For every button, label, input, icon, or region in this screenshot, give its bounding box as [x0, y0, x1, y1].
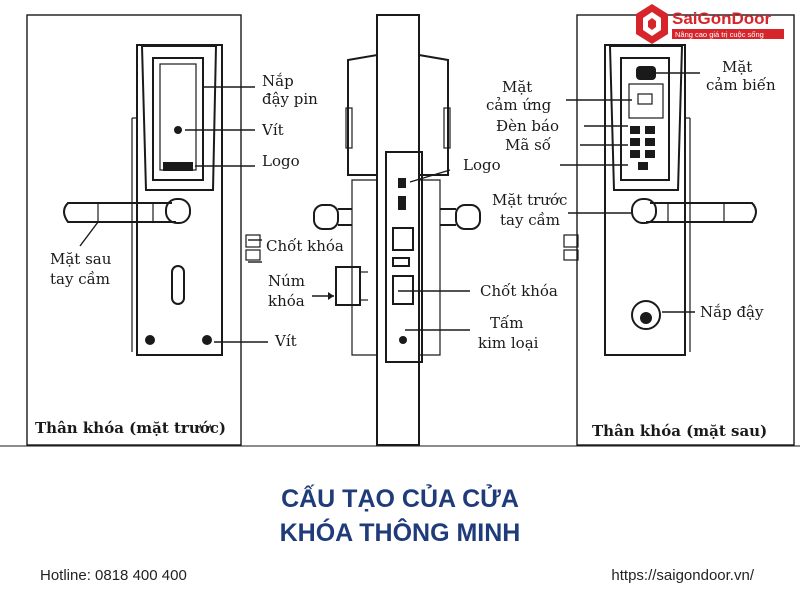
back-panel-frame [576, 14, 795, 446]
page-title-line-1: CẤU TẠO CỦA CỬA [281, 485, 519, 513]
label-sensor-2: cảm biến [706, 76, 776, 94]
hotline-text: Hotline: 0818 400 400 [40, 567, 187, 584]
front-keyhole [171, 265, 185, 305]
label-metal-plate: Tấm [490, 314, 523, 332]
side-metal-plate [385, 151, 423, 363]
brand-tagline: Nâng cao giá trị cuộc sống [675, 30, 764, 39]
front-handle-rose [165, 198, 191, 224]
label-knob: Núm [268, 272, 305, 290]
label-cover: Nắp đậy [700, 303, 764, 321]
caption-back: Thân khóa (mặt sau) [592, 422, 767, 440]
side-latch-upper [392, 227, 414, 251]
front-logo-plate [163, 162, 193, 171]
back-handle [646, 202, 757, 223]
label-keypad: Mã số [505, 136, 552, 154]
label-led: Đèn báo [496, 117, 559, 135]
back-sensor [636, 66, 656, 80]
label-handle-front-2: tay cầm [500, 211, 560, 229]
caption-front: Thân khóa (mặt trước) [35, 419, 226, 437]
front-screw-bottom-left [145, 335, 155, 345]
front-screw-top [174, 126, 182, 134]
label-latch-lower: Chốt khóa [480, 282, 558, 300]
side-latch-bolts [245, 234, 579, 261]
brand-logo: SaiGonDoor Nâng cao giá trị cuộc sống [636, 4, 784, 44]
side-latch-lower [392, 275, 414, 305]
label-battery-cover-2: đậy pin [262, 90, 318, 108]
label-side-logo: Logo [463, 156, 501, 174]
back-keypad [630, 126, 655, 170]
brand-name: SaiGonDoor [672, 9, 772, 28]
back-cover [631, 300, 661, 330]
label-handle-back-2: tay cầm [50, 270, 110, 288]
label-touch-surface: Mặt [502, 78, 532, 96]
label-knob-2: khóa [268, 292, 305, 310]
label-handle-front: Mặt trước [492, 191, 567, 209]
front-panel-frame [26, 14, 242, 446]
label-front-screw-bottom: Vít [274, 332, 297, 350]
label-sensor: Mặt [722, 58, 752, 76]
label-front-logo: Logo [262, 152, 300, 170]
back-touch-area [628, 83, 664, 119]
brand-logo-icon [636, 4, 668, 44]
website-link[interactable]: https://saigondoor.vn/ [611, 567, 754, 584]
page-title-line-2: KHÓA THÔNG MINH [279, 519, 521, 547]
front-lock-body [63, 44, 223, 356]
label-latch-upper: Chốt khóa [266, 237, 344, 255]
page-title: CẤU TẠO CỦA CỬA KHÓA THÔNG MINH [0, 482, 800, 550]
label-handle-back: Mặt sau [50, 250, 112, 268]
back-lock-body [604, 44, 757, 356]
side-knob [335, 266, 361, 306]
side-plate-screw [399, 336, 407, 344]
lock-structure-diagram: Nắp đậy pin Vít Logo Mặt sau tay cầm Vít… [0, 4, 800, 447]
label-battery-cover: Nắp [262, 72, 294, 90]
front-screw-bottom-right [202, 335, 212, 345]
back-handle-rose [631, 198, 657, 224]
label-metal-plate-2: kim loại [478, 334, 539, 352]
label-touch-surface-2: cảm ứng [486, 96, 552, 114]
label-front-screw-top: Vít [261, 121, 284, 139]
front-handle [63, 202, 176, 223]
side-lock-body [313, 14, 481, 446]
